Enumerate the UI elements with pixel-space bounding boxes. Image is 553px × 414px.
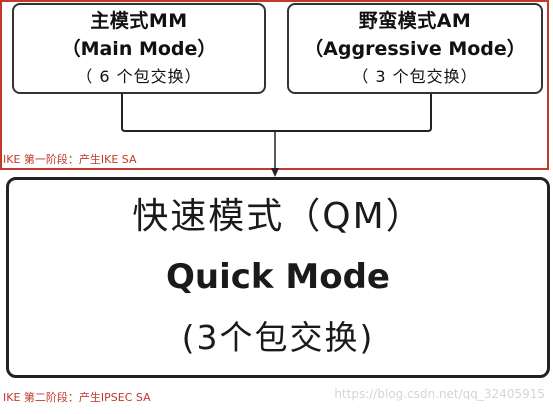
aggressive-mode-title: 野蛮模式AM bbox=[358, 9, 472, 32]
bracket-connector bbox=[121, 94, 432, 132]
quick-mode-english: Quick Mode bbox=[166, 256, 390, 297]
main-mode-box: 主模式MM （Main Mode） （ 6 个包交换） bbox=[12, 3, 266, 94]
phase2-caption: IKE 第二阶段：产生IPSEC SA bbox=[3, 391, 151, 404]
quick-mode-exchanges: (3个包交换) bbox=[181, 317, 375, 357]
phase1-caption: IKE 第一阶段：产生IKE SA bbox=[3, 153, 137, 166]
main-mode-english: （Main Mode） bbox=[61, 37, 217, 60]
aggressive-mode-box: 野蛮模式AM （Aggressive Mode） （ 3 个包交换） bbox=[287, 3, 543, 94]
aggressive-mode-english: （Aggressive Mode） bbox=[304, 37, 526, 60]
aggressive-mode-exchanges: （ 3 个包交换） bbox=[352, 66, 478, 86]
quick-mode-title: 快速模式（QM） bbox=[132, 195, 424, 237]
down-arrow-head bbox=[271, 168, 279, 177]
quick-mode-box: 快速模式（QM） Quick Mode (3个包交换) bbox=[6, 177, 550, 378]
main-mode-exchanges: （ 6 个包交换） bbox=[76, 66, 202, 86]
watermark: https://blog.csdn.net/qq_32405915 bbox=[334, 387, 545, 401]
main-mode-title: 主模式MM bbox=[90, 9, 188, 32]
